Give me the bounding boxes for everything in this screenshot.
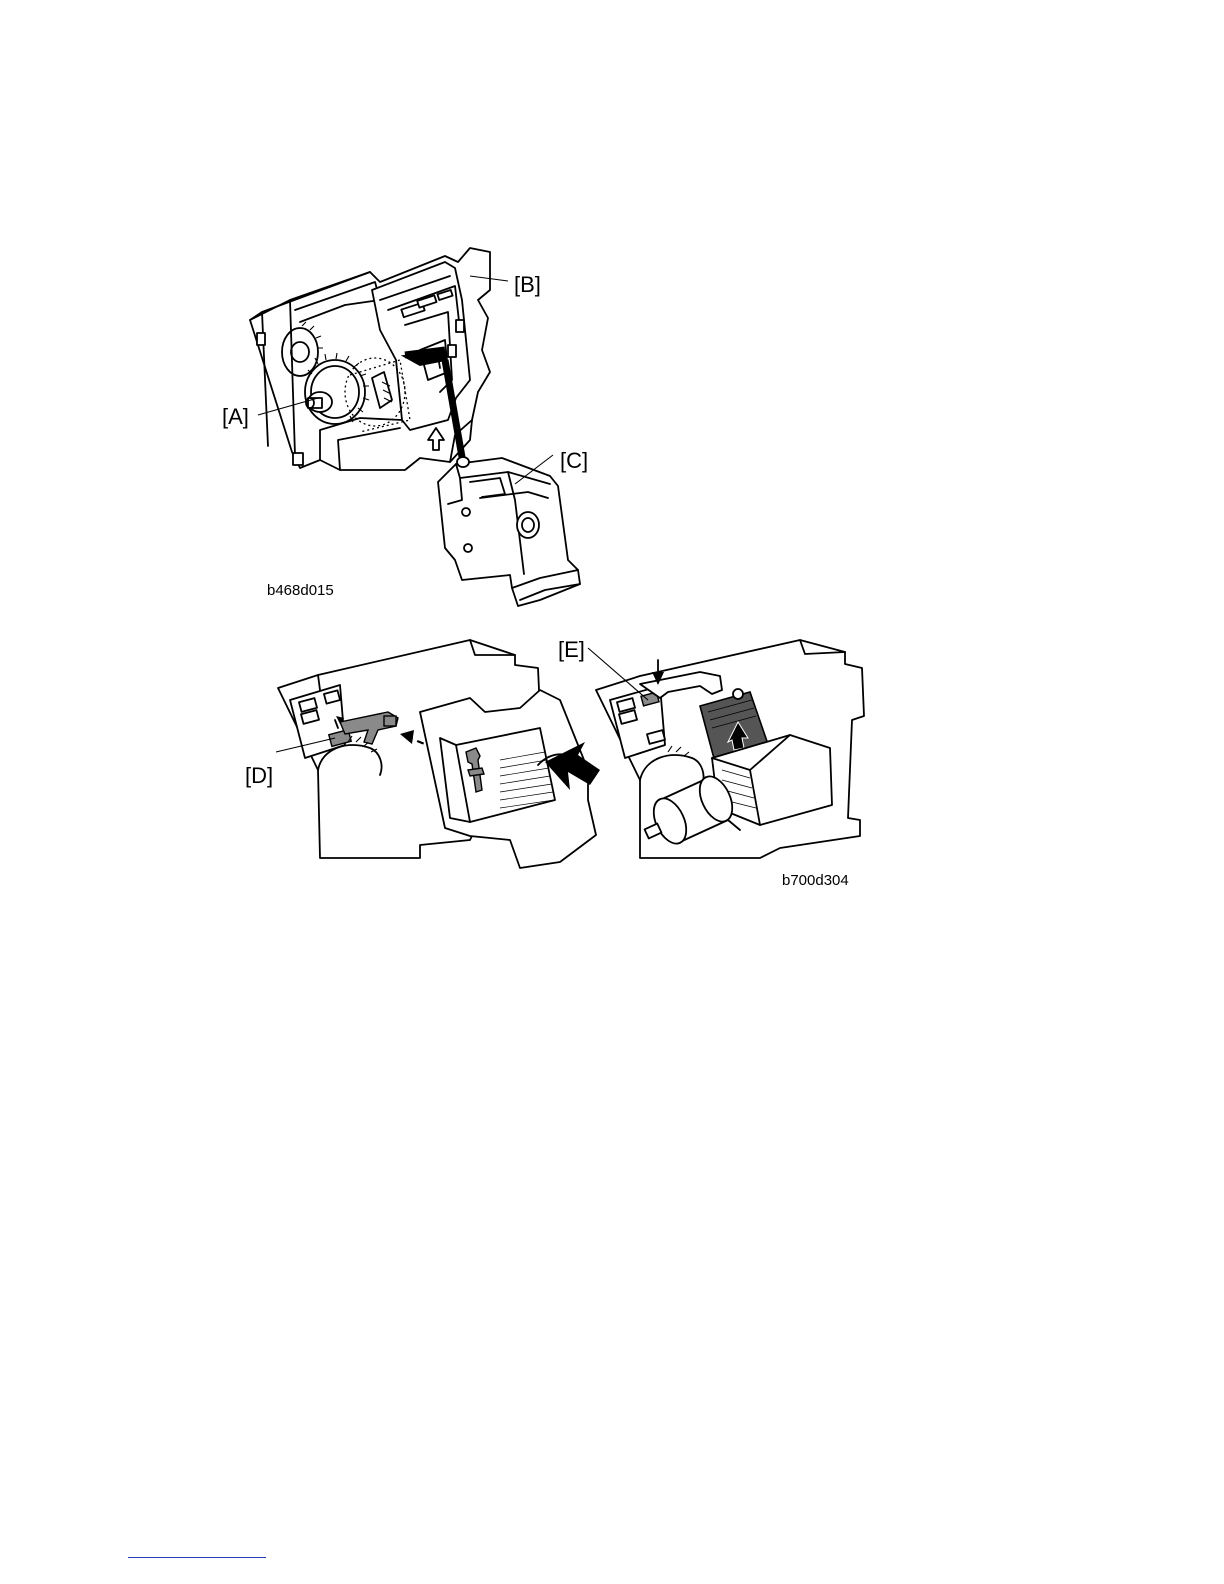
callout-c: [C] (560, 448, 588, 473)
figure-id-bottom: b700d304 (782, 872, 849, 889)
callout-b: [B] (514, 272, 541, 297)
footer-rule (128, 1557, 266, 1558)
bottom-right-drawing (588, 640, 864, 858)
bottom-left-drawing (276, 640, 600, 868)
callout-d: [D] (245, 763, 273, 788)
callout-e: [E] (558, 637, 585, 662)
stapler-unit-drawing (250, 248, 580, 606)
callout-a: [A] (222, 404, 249, 429)
figure-id-top: b468d015 (267, 582, 334, 599)
